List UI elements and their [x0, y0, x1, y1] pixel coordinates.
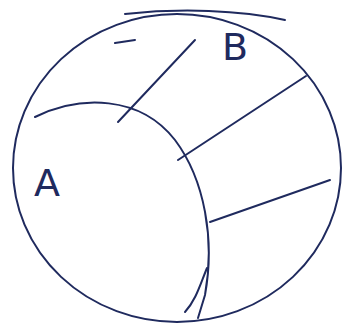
- region-label: B: [222, 28, 248, 66]
- region-a: A: [10, 92, 220, 327]
- region-label: A: [34, 164, 60, 202]
- region-a-outline: [10, 92, 220, 327]
